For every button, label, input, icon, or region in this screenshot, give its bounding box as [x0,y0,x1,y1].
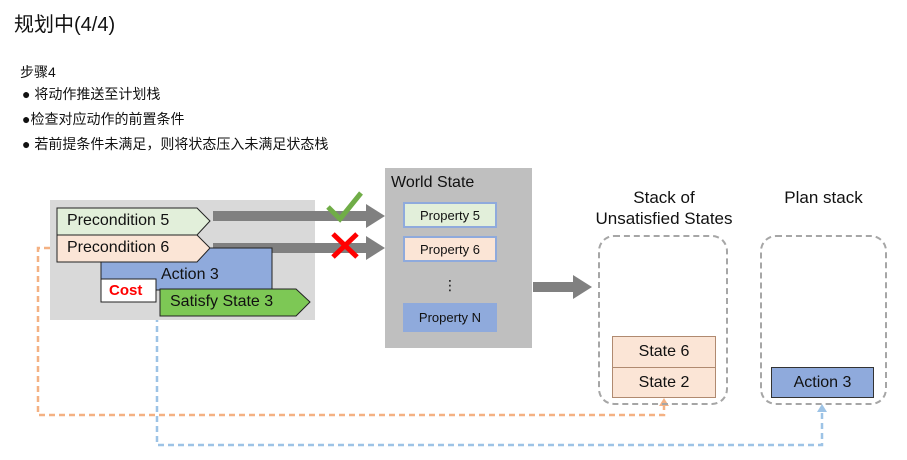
cost-label: Cost [109,282,143,299]
stack-item-state-2: State 2 [612,367,716,398]
satisfy-state-label: Satisfy State 3 [170,293,274,310]
plan-stack-title: Plan stack [784,188,863,207]
property-5: Property 5 [403,202,497,228]
property-n: Property N [403,303,497,332]
blue-dashed-connector [155,316,824,447]
stack-item-state-6: State 6 [612,336,716,368]
cross-icon [331,232,359,259]
bullet-1: ● 将动作推送至计划栈 [22,86,161,102]
satisfy-state-shape [159,288,311,317]
precondition-5: Precondition 5 [67,212,170,229]
arrow-precondition-6 [213,236,385,260]
bullet-3: ● 若前提条件未满足，则将状态压入未满足状态栈 [22,136,329,152]
property-6: Property 6 [403,236,497,262]
world-state-title: World State [391,174,475,191]
blue-arrowhead [817,404,827,412]
action-label: Action 3 [161,266,219,283]
bullet-2: ●检查对应动作的前置条件 [22,111,185,127]
unsatisfied-stack-title-2: Unsatisfied States [595,209,733,228]
world-state-panel: World State Property 5 Property 6 ⋮ Prop… [385,168,532,348]
precondition-6: Precondition 6 [67,239,170,256]
precondition-5-shape [56,207,211,236]
page-title: 规划中(4/4) [14,14,116,36]
unsatisfied-stack-title: Stack of Unsatisfied States [578,187,750,229]
precondition-6-shape [56,234,211,263]
unsatisfied-stack-title-1: Stack of [633,188,695,207]
arrow-to-stack [533,275,592,299]
cost-shape [100,278,157,303]
check-icon [326,191,363,223]
plan-stack [760,235,887,405]
unsatisfied-stack [598,235,728,405]
plan-item-action-3: Action 3 [771,367,874,398]
arrow-precondition-5 [213,204,385,228]
step-label: 步骤4 [20,64,56,80]
ellipsis: ⋮ [443,276,457,293]
